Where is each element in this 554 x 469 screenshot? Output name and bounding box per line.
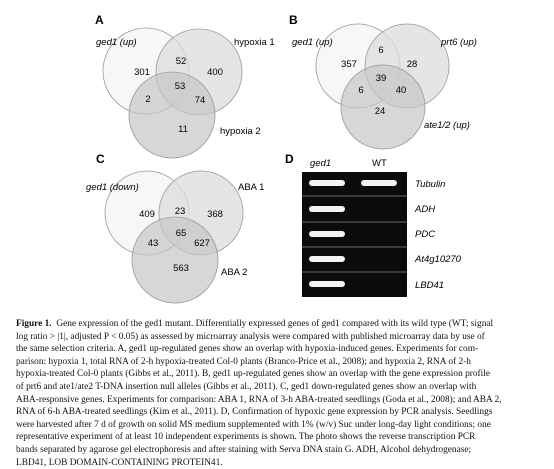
gel-band — [309, 206, 345, 212]
venn-a-r12: 52 — [176, 56, 187, 67]
gel-gene-adh: ADH — [414, 204, 435, 215]
venn-b-r123: 39 — [376, 73, 387, 84]
caption-line: ABA-responsive genes. Experiments for co… — [16, 394, 502, 405]
venn-b-label-prt6: prt6 (up) — [440, 37, 477, 48]
gel-band — [309, 281, 345, 287]
venn-c-r23: 627 — [194, 238, 210, 249]
figure-caption: Figure 1. Gene expression of the ged1 mu… — [16, 318, 538, 469]
venn-b-circle-ate12 — [340, 64, 426, 150]
venn-a-only3: 11 — [178, 124, 188, 135]
venn-b-only1: 357 — [341, 59, 357, 70]
venn-c-only1: 409 — [139, 209, 155, 220]
gel-band — [309, 180, 345, 186]
caption-line: RNA of 6-h ABA-treated seedlings (Kim et… — [16, 407, 493, 418]
caption-line: bands separated by agarose gel electroph… — [16, 444, 472, 455]
venn-c-only3: 563 — [173, 263, 189, 274]
caption-line: Figure 1. Gene expression of the ged1 mu… — [16, 318, 538, 331]
panel-a-venn: A ged1 (up) hypoxia 1 hypoxia 2 301 52 4… — [95, 13, 275, 159]
venn-c-r13: 43 — [148, 238, 159, 249]
panel-a-letter: A — [95, 13, 104, 27]
figure-1: A ged1 (up) hypoxia 1 hypoxia 2 301 52 4… — [86, 13, 477, 304]
panel-b-letter: B — [289, 13, 298, 27]
panel-d-letter: D — [285, 152, 294, 166]
venn-b-r13: 6 — [358, 85, 363, 96]
caption-line: were harvested after 7 d of growth on so… — [16, 419, 491, 430]
venn-b-only3: 24 — [375, 106, 386, 117]
gel-band — [309, 231, 345, 237]
venn-c-circle-aba2 — [131, 216, 219, 304]
gel-column-ged1: ged1 — [310, 158, 331, 169]
gel-band — [309, 256, 345, 262]
gel-band — [361, 180, 397, 186]
venn-a-only1: 301 — [134, 67, 150, 78]
svg-text:ged1 (down): ged1 (down) — [86, 182, 139, 193]
gel-gene-pdc: PDC — [415, 229, 435, 240]
venn-a-r123: 53 — [175, 81, 186, 92]
venn-b-label-ged1: ged1 (up) — [292, 37, 333, 48]
panel-c-venn: C ged1 (down) ABA 1 ABA 2 409 23 368 65 … — [86, 152, 264, 304]
svg-text:ged1 (up): ged1 (up) — [96, 37, 137, 48]
svg-text:ged1 (up): ged1 (up) — [292, 37, 333, 48]
caption-line-text: Gene expression of the ged1 mutant. Diff… — [56, 319, 494, 329]
venn-a-label-ged1: ged1 (up) — [96, 37, 137, 48]
venn-c-only2: 368 — [207, 209, 223, 220]
caption-line: hypoxia-treated Col-0 plants (Gibbs et a… — [16, 369, 490, 380]
venn-a-label-hypoxia2: hypoxia 2 — [220, 126, 261, 137]
panel-c-letter: C — [96, 152, 105, 166]
caption-line: LBD41, LOB DOMAIN-CONTAINING PROTEIN41. — [16, 457, 223, 468]
venn-b-only2: 28 — [407, 59, 418, 70]
panel-b-venn: B ged1 (up) prt6 (up) ate1/2 (up) 357 6 … — [289, 13, 477, 150]
venn-b-r12: 6 — [378, 45, 383, 56]
panel-d-gel: D ged1 WT Tubulin ADH PDC At4g10270 LBD4… — [285, 152, 462, 297]
caption-line: of prt6 and ate1/ate2 T-DNA insertion nu… — [16, 381, 477, 392]
venn-b-label-ate12: ate1/2 (up) — [424, 120, 470, 131]
caption-line: log ratio > |1|, adjusted P < 0.05) as a… — [16, 331, 485, 342]
venn-a-circle-hypoxia2 — [128, 71, 216, 159]
caption-title: Figure 1. — [16, 319, 52, 329]
caption-line: the same selection criteria. A, ged1 up-… — [16, 344, 479, 355]
venn-b-r23: 40 — [396, 85, 407, 96]
venn-a-label-hypoxia1: hypoxia 1 — [234, 37, 275, 48]
venn-a-only2: 400 — [207, 67, 223, 78]
gel-gene-tubulin: Tubulin — [415, 179, 445, 190]
venn-c-label-aba1: ABA 1 — [238, 182, 264, 193]
venn-c-label-ged1: ged1 (down) — [86, 182, 139, 193]
gel-gene-at4g10270: At4g10270 — [414, 254, 462, 265]
caption-line: parison: hypoxia 1, total RNA of 2-h hyp… — [16, 356, 471, 367]
gel-gene-lbd41: LBD41 — [415, 280, 444, 291]
venn-c-r12: 23 — [175, 206, 186, 217]
venn-c-label-aba2: ABA 2 — [221, 267, 247, 278]
venn-c-r123: 65 — [176, 228, 187, 239]
gel-column-wt: WT — [372, 158, 387, 169]
venn-a-r13: 2 — [145, 94, 150, 105]
caption-line: representative experiment of at least 10… — [16, 432, 476, 443]
venn-a-r23: 74 — [195, 95, 206, 106]
